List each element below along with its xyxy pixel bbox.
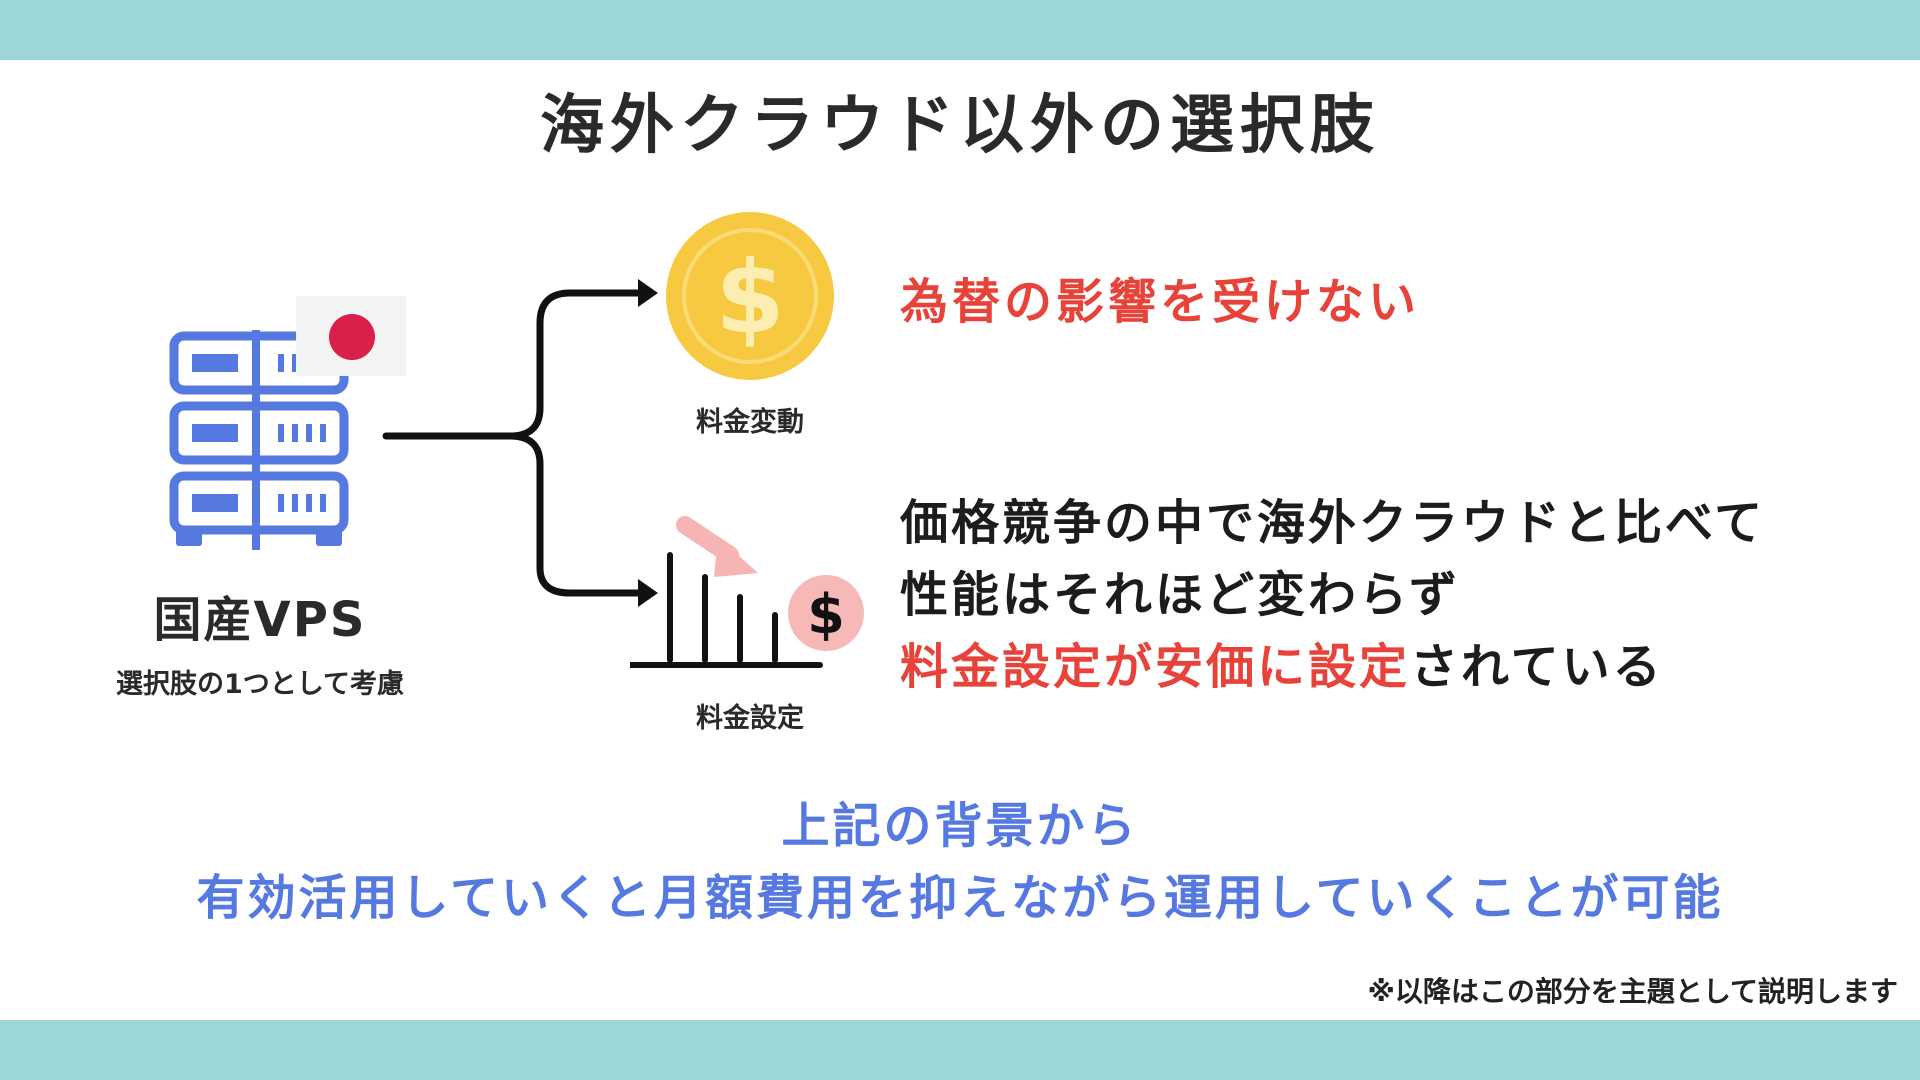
top-band	[0, 0, 1920, 60]
point-exchange-rate: 為替の影響を受けない	[900, 274, 1421, 330]
vps-label: 国産VPS	[153, 592, 367, 648]
conclusion-line2: 有効活用していくと月額費用を抑えながら運用していくことが可能	[196, 870, 1724, 926]
point-pricing-line2: 性能はそれほど変わらず	[900, 567, 1461, 623]
point-pricing-rest: されている	[1410, 639, 1664, 695]
svg-text:$: $	[807, 583, 845, 646]
coin-label: 料金変動	[696, 407, 804, 438]
point-pricing: 価格競争の中で海外クラウドと比べて 性能はそれほど変わらず 料金設定が安価に設定…	[900, 487, 1765, 703]
svg-text:$: $	[715, 239, 785, 356]
point-pricing-emphasis: 料金設定が安価に設定	[900, 639, 1411, 695]
branch-arrows	[382, 279, 658, 607]
arrow-head-lower	[638, 579, 658, 607]
price-label: 料金設定	[696, 703, 804, 734]
page-title: 海外クラウド以外の選択肢	[540, 89, 1380, 163]
dollar-coin-icon: $	[666, 212, 834, 380]
flag-disc	[329, 314, 375, 360]
point-pricing-line1: 価格競争の中で海外クラウドと比べて	[900, 495, 1766, 551]
conclusion: 上記の背景から 有効活用していくと月額費用を抑えながら運用していくことが可能	[0, 790, 1920, 934]
conclusion-line1: 上記の背景から	[781, 798, 1139, 854]
arrow-head-upper	[638, 279, 658, 307]
point-pricing-line3: 料金設定が安価に設定されている	[900, 631, 1765, 703]
footnote: ※以降はこの部分を主題として説明します	[1367, 975, 1898, 1008]
japan-flag-icon	[296, 296, 406, 376]
bottom-band	[0, 1020, 1920, 1080]
price-decrease-chart-icon: $	[630, 516, 864, 668]
vps-sublabel: 選択肢の1つとして考慮	[116, 669, 404, 700]
